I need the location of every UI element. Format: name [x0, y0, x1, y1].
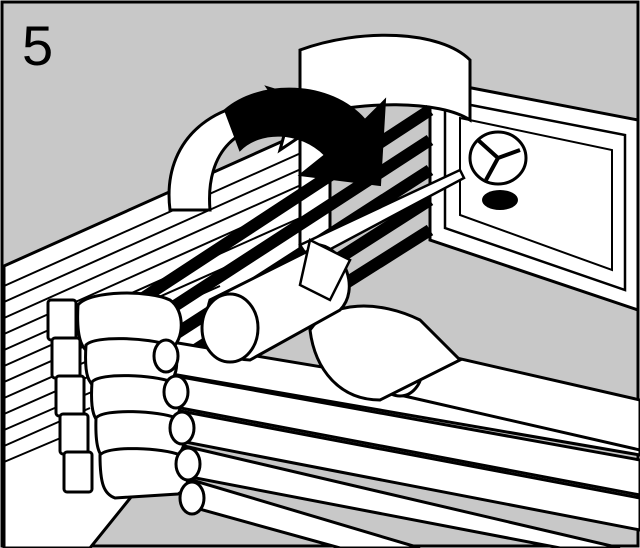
- step-number: 5: [22, 14, 54, 77]
- phillips-screw-icon: [468, 130, 528, 210]
- screwdriver-icon: [200, 168, 466, 364]
- rod-round-ends: [152, 338, 206, 516]
- curved-rotation-arrow-icon: [167, 85, 387, 212]
